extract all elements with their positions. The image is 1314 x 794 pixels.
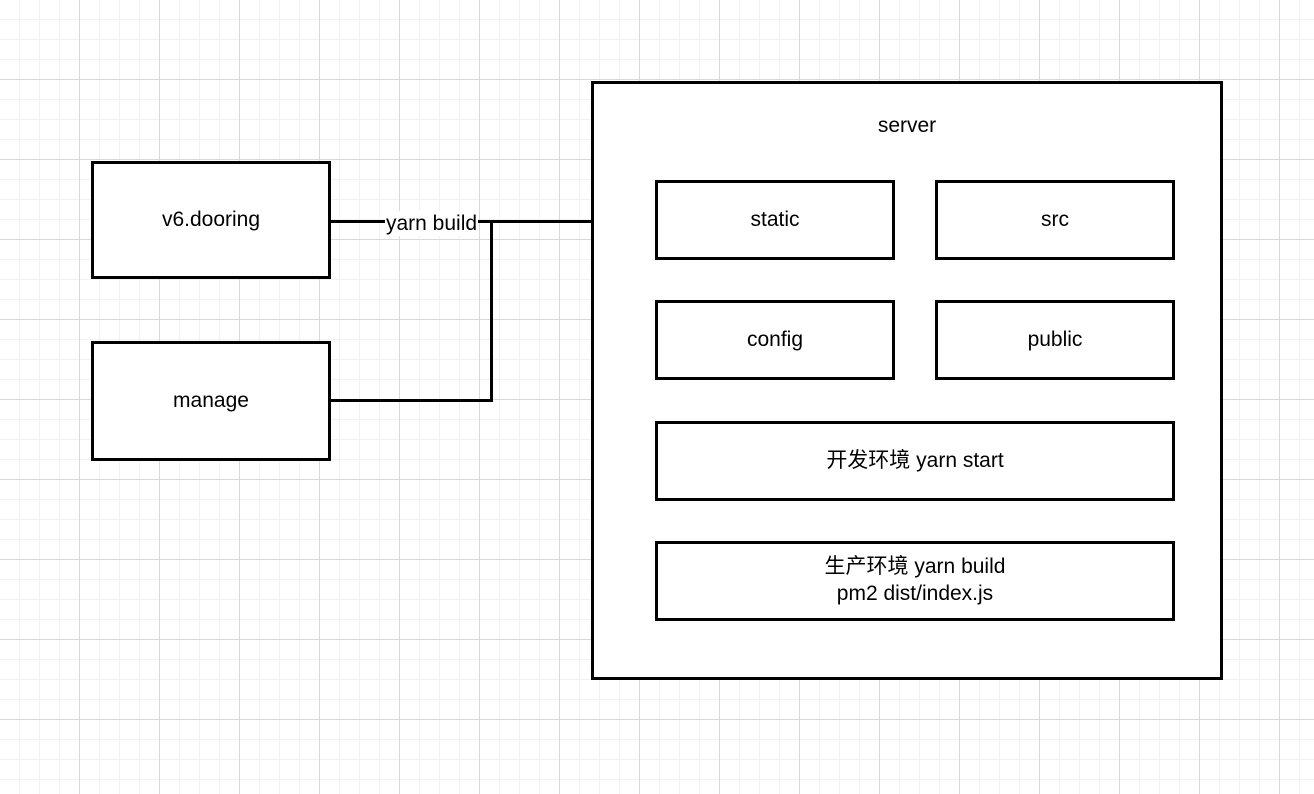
node-config[interactable]: config [655, 300, 895, 380]
container-server[interactable]: server static src config public 开发环境 yar… [591, 81, 1223, 680]
node-manage[interactable]: manage [91, 341, 331, 461]
node-manage-label: manage [173, 388, 249, 412]
node-dev-environment-label: 开发环境 yarn start [826, 448, 1004, 472]
edge-segment-junction-vertical [490, 220, 493, 402]
node-public-label: public [1027, 327, 1083, 351]
node-v6-dooring[interactable]: v6.dooring [91, 161, 331, 279]
node-prod-environment[interactable]: 生产环境 yarn build pm2 dist/index.js [655, 541, 1175, 621]
node-prod-environment-label: 生产环境 yarn build pm2 dist/index.js [824, 555, 1006, 605]
edge-label-yarn-build: yarn build [385, 211, 479, 236]
edge-segment-to-server [490, 220, 642, 223]
container-server-title: server [877, 114, 937, 137]
node-config-label: config [746, 327, 804, 351]
node-public[interactable]: public [935, 300, 1175, 380]
node-static[interactable]: static [655, 180, 895, 260]
node-dev-environment[interactable]: 开发环境 yarn start [655, 421, 1175, 501]
node-src-label: src [1041, 207, 1069, 231]
node-v6-dooring-label: v6.dooring [161, 207, 261, 231]
node-src[interactable]: src [935, 180, 1175, 260]
node-static-label: static [750, 207, 800, 231]
edge-segment-manage-right [331, 399, 493, 402]
